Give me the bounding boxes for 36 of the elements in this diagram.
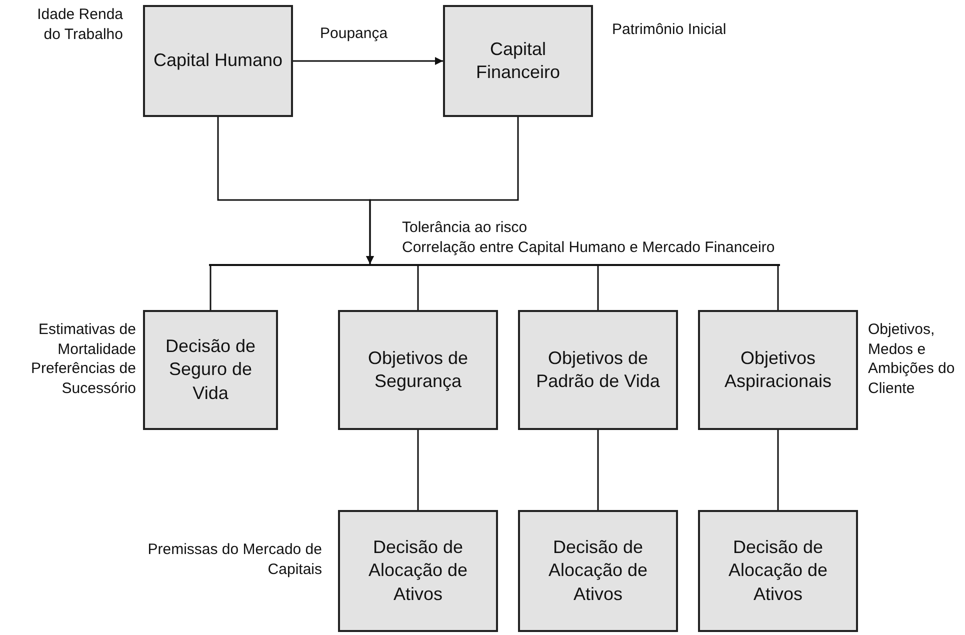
note-text: Tolerância ao risco	[402, 218, 528, 238]
annotation-text: Objetivos, Medos e Ambições do Cliente	[868, 320, 956, 398]
connector-line	[777, 430, 779, 510]
box-text: Decisão de Alocação de Ativos	[547, 536, 649, 606]
process-box	[518, 510, 678, 632]
connector-line	[417, 266, 419, 310]
connector-arrow	[293, 57, 443, 65]
box-text: Capital Financeiro	[474, 38, 562, 84]
annotation-text: Idade Renda do Trabalho	[36, 5, 123, 44]
connector-line	[417, 430, 419, 510]
connector-line	[597, 430, 599, 510]
annotation-text: Estimativas de Mortalidade	[37, 320, 136, 359]
process-box	[518, 310, 678, 430]
annotation-text: Preferências de Sucessório	[30, 359, 136, 398]
edge-label: Poupança	[320, 25, 388, 44]
process-box	[698, 310, 858, 430]
connector-line	[597, 266, 599, 310]
box-text: Decisão de Seguro de Vida	[164, 334, 257, 405]
box-text: Capital Humano	[153, 49, 283, 72]
box-text: Objetivos Aspiracionais	[723, 346, 833, 393]
connector-line	[210, 266, 212, 310]
annotation-text: Premissas do Mercado de Capitais	[146, 540, 322, 579]
connector-arrow	[366, 117, 519, 264]
box-text: Decisão de Alocação de Ativos	[727, 536, 829, 606]
note-text: Correlação entre Capital Humano e Mercado Financeiro	[402, 238, 775, 257]
connector-line	[777, 266, 779, 310]
box-text: Objetivos de Segurança	[366, 346, 470, 393]
process-box	[338, 310, 498, 430]
box-text: Objetivos de Padrão de Vida	[535, 346, 661, 393]
process-box	[443, 5, 593, 117]
process-box	[338, 510, 498, 632]
process-box	[143, 5, 293, 117]
process-box	[143, 310, 278, 430]
process-box	[698, 510, 858, 632]
box-text: Decisão de Alocação de Ativos	[367, 536, 469, 606]
annotation-text: Patrimônio Inicial	[612, 20, 726, 40]
